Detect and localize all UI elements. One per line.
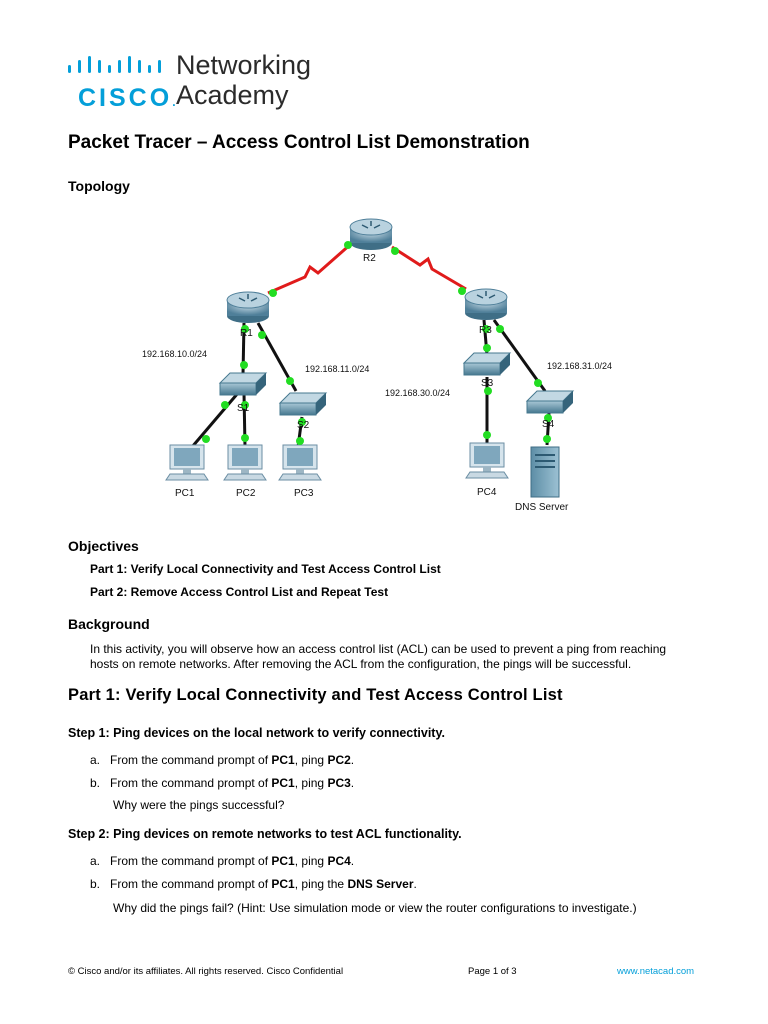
label-s1: S1 (237, 403, 250, 414)
step1-question: Why were the pings successful? (113, 798, 285, 812)
label-network-11: 192.168.11.0/24 (305, 364, 369, 374)
cisco-logo-bars-icon (68, 56, 161, 73)
document-title: Packet Tracer – Access Control List Demo… (68, 132, 530, 153)
pc3-icon (278, 444, 322, 481)
step2-heading: Step 2: Ping devices on remote networks … (68, 827, 462, 841)
step1-item-a: a.From the command prompt of PC1, ping P… (90, 753, 355, 767)
label-pc3: PC3 (294, 488, 314, 499)
label-r3: R3 (479, 325, 492, 336)
background-heading: Background (68, 616, 150, 632)
label-pc4: PC4 (477, 487, 497, 498)
pc2-icon (223, 444, 267, 481)
footer-link[interactable]: www.netacad.com (617, 966, 695, 977)
objective-part-2: Part 2: Remove Access Control List and R… (90, 585, 389, 599)
brand-line-networking: Networking (176, 50, 312, 80)
dns-server-icon (530, 446, 560, 498)
switch-s2-icon (278, 392, 328, 416)
label-pc1: PC1 (175, 488, 195, 499)
label-network-10: 192.168.10.0/24 (142, 349, 207, 359)
label-dns-server: DNS Server (515, 502, 569, 513)
label-s3: S3 (481, 378, 494, 389)
cisco-logo-wordmark: CISCO. (78, 84, 179, 113)
topology-diagram: R2 R1 R3 S1 S2 S3 S4 PC1 PC2 PC3 PC4 DNS… (142, 218, 612, 513)
label-network-30: 192.168.30.0/24 (385, 388, 450, 398)
pc1-icon (165, 444, 209, 481)
step2-question: Why did the pings fail? (Hint: Use simul… (113, 901, 637, 915)
serial-link-r2-r3 (391, 245, 467, 291)
label-s2: S2 (297, 420, 310, 431)
label-r1: R1 (240, 328, 253, 339)
switch-s1-icon (218, 372, 268, 396)
topology-heading: Topology (68, 178, 130, 194)
step2-item-a: a.From the command prompt of PC1, ping P… (90, 854, 355, 868)
link-s1-pc1 (190, 392, 240, 448)
background-text-line-1: In this activity, you will observe how a… (90, 642, 667, 656)
switch-s3-icon (462, 352, 512, 376)
label-s4: S4 (542, 419, 555, 430)
pc4-icon (465, 442, 509, 479)
link-status-dots (202, 241, 552, 445)
objectives-heading: Objectives (68, 538, 139, 554)
brand-line-academy: Academy (176, 80, 289, 110)
router-r3-icon (464, 288, 508, 320)
step1-item-b: b.From the command prompt of PC1, ping P… (90, 776, 355, 790)
router-r1-icon (226, 291, 270, 323)
router-r2-icon (349, 218, 393, 250)
background-text-line-2: hosts on remote networks. After removing… (90, 657, 632, 671)
label-network-31: 192.168.31.0/24 (547, 361, 612, 371)
logo-word: CISCO (78, 84, 173, 112)
serial-link-r1-r2 (267, 241, 353, 295)
footer-page-number: Page 1 of 3 (468, 966, 517, 977)
step1-heading: Step 1: Ping devices on the local networ… (68, 726, 445, 740)
logo-dot: . (172, 95, 179, 109)
objective-part-1: Part 1: Verify Local Connectivity and Te… (90, 562, 441, 576)
switch-s4-icon (525, 390, 575, 414)
label-r2: R2 (363, 253, 376, 264)
part1-heading: Part 1: Verify Local Connectivity and Te… (68, 686, 563, 704)
label-pc2: PC2 (236, 488, 256, 499)
footer-copyright: © Cisco and/or its affiliates. All right… (68, 966, 344, 977)
step2-item-b: b.From the command prompt of PC1, ping t… (90, 877, 417, 891)
